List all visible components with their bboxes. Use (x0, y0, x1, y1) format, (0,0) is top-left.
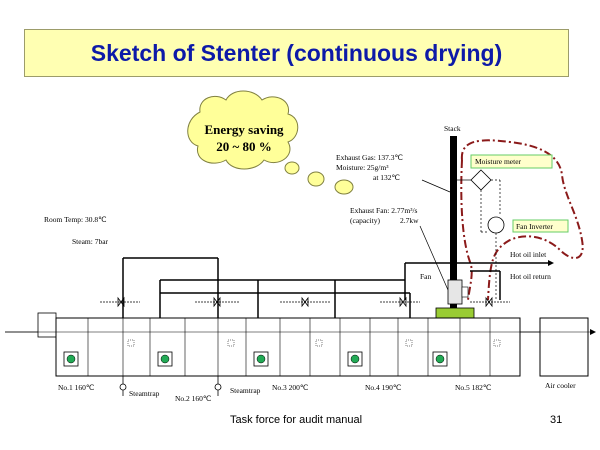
heater-marks (127, 339, 501, 347)
entry-roller (37, 312, 57, 338)
steamtrap-1-label: Steamtrap (129, 389, 160, 398)
valves (100, 296, 510, 308)
moisture-meter-label: Moisture meter (475, 157, 522, 166)
exhaust-gas-leader (421, 179, 451, 193)
zone-label-4: No.4 190℃ (365, 383, 402, 392)
air-cooler-label: Air cooler (545, 381, 576, 390)
moisture-at-label: at 132℃ (373, 173, 401, 182)
fan-inverter-label: Fan Inverter (516, 222, 553, 231)
control-loop-outline (460, 139, 584, 301)
steamtrap-2-icon (214, 383, 222, 391)
thought-cloud: Energy saving 20 ~ 80 % (187, 90, 354, 195)
cloud-line1: Energy saving (204, 122, 284, 137)
fan-inverter-box (512, 219, 569, 233)
zone-label-5: No.5 182℃ (455, 383, 492, 392)
footer-text: Task force for audit manual (230, 414, 363, 426)
zone-label-2: No.2 160℃ (175, 394, 212, 403)
hot-oil-return-label: Hot oil return (510, 272, 551, 281)
moisture-meter-icon (470, 169, 492, 191)
steamtrap-1-icon (119, 383, 127, 391)
moisture-meter-box (470, 154, 553, 169)
zone-fans (63, 351, 448, 367)
room-temp-label: Room Temp: 30.8℃ (44, 215, 107, 224)
fan-inverter-icon (487, 216, 505, 234)
capacity-kw-label: 2.7kw (400, 216, 419, 225)
moisture-label: Moisture: 25g/m³ (336, 163, 389, 172)
exhaust-fan-leader (419, 225, 449, 291)
stack (450, 136, 457, 308)
stack-label: Stack (444, 124, 461, 133)
fan-label: Fan (420, 272, 432, 281)
zone-label-3: No.3 200℃ (272, 383, 309, 392)
page-number: 31 (550, 414, 563, 426)
steamtrap-2-label: Steamtrap (230, 386, 261, 395)
cloud-line2: 20 ~ 80 % (216, 139, 272, 154)
hot-oil-inlet-label: Hot oil inlet (510, 250, 547, 259)
stenter-body (55, 317, 521, 377)
page-title: Sketch of Stenter (continuous drying) (90, 39, 503, 66)
air-cooler-body (539, 317, 589, 377)
fan-green-block (435, 307, 475, 319)
exhaust-gas-label: Exhaust Gas: 137.3℃ (336, 153, 404, 162)
zone-label-1: No.1 160℃ (58, 383, 95, 392)
steam-label: Steam: 7bar (72, 237, 109, 246)
section-dividers (87, 318, 491, 376)
exhaust-fan-unit (447, 279, 463, 305)
exhaust-fan-label: Exhaust Fan: 2.77m³/s (350, 206, 418, 215)
title-box: Sketch of Stenter (continuous drying) (24, 29, 569, 77)
capacity-label: (capacity) (350, 216, 380, 225)
